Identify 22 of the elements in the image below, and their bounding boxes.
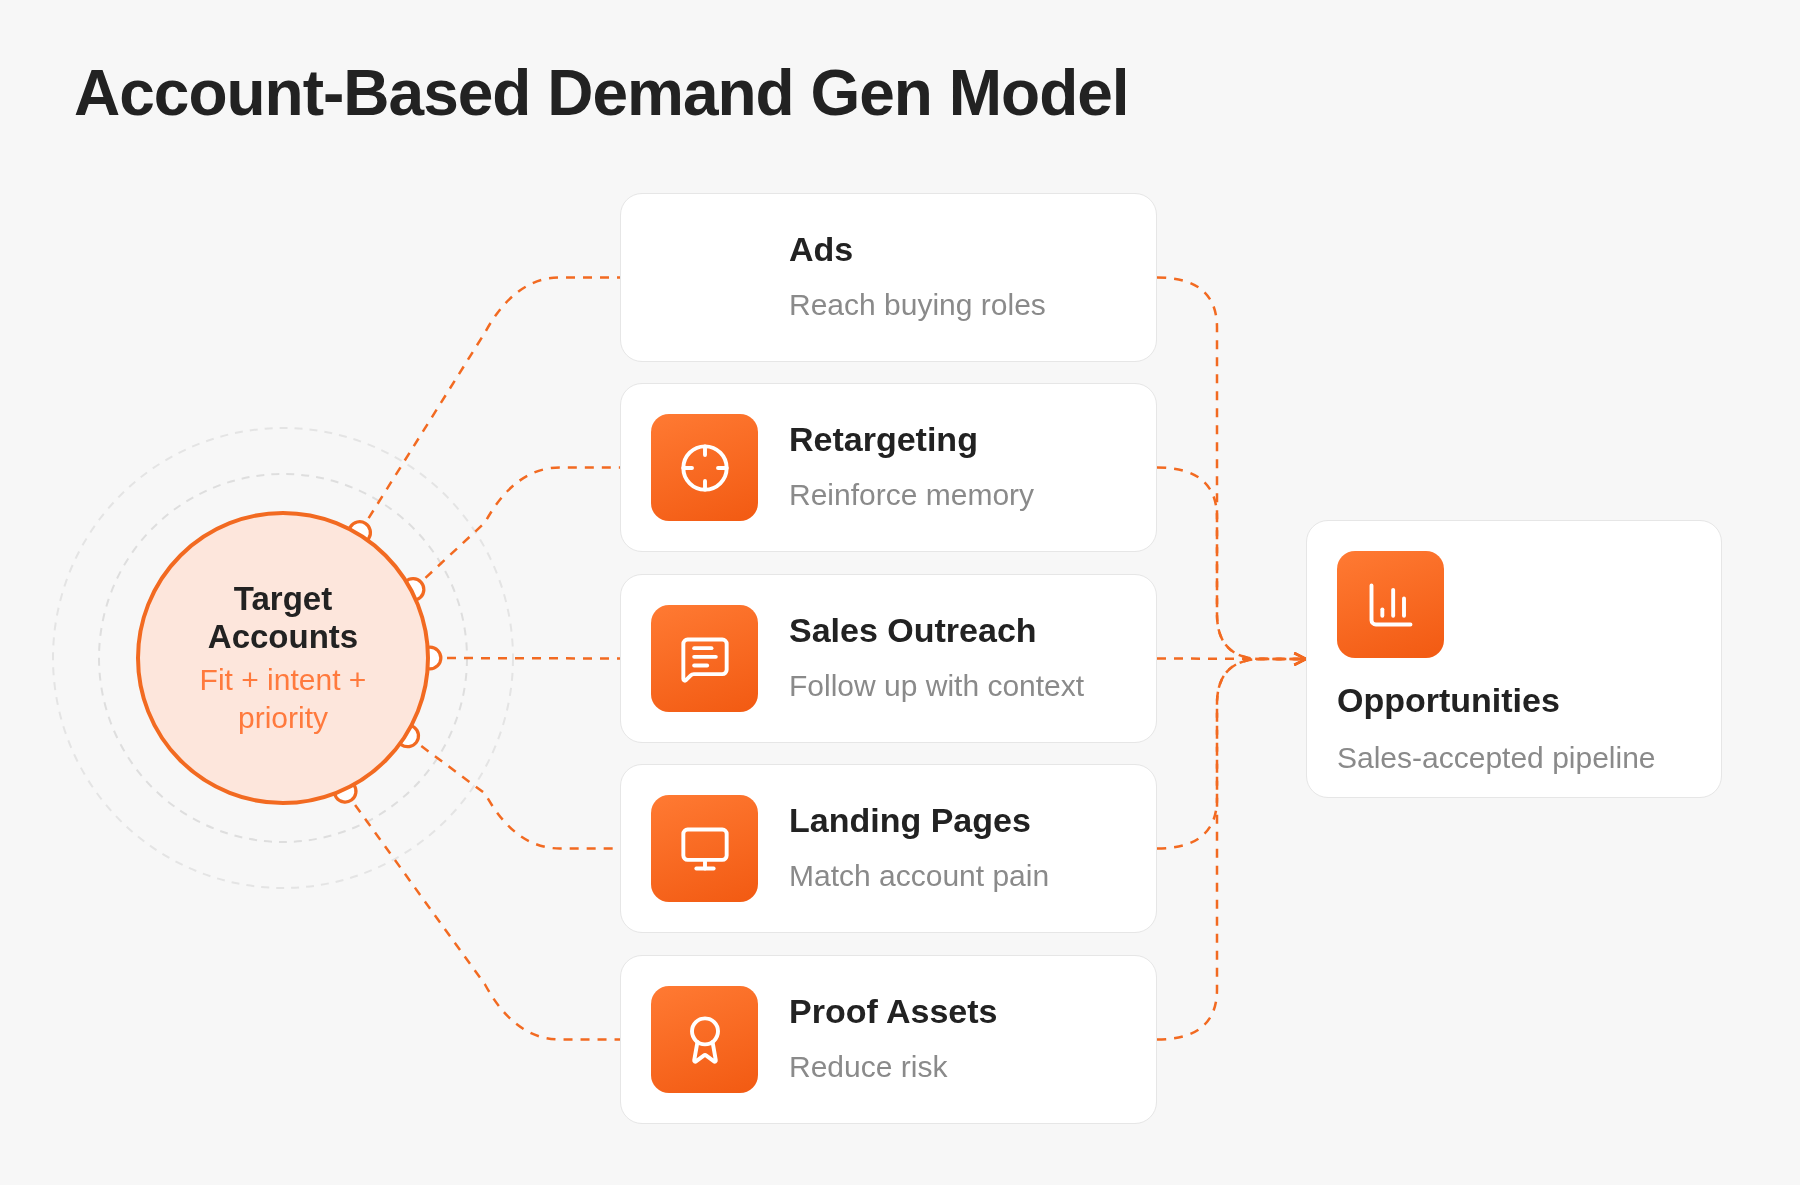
result-card bbox=[1306, 520, 1722, 798]
card-title: Opportunities bbox=[1337, 681, 1560, 720]
card-subtitle: Follow up with context bbox=[789, 669, 1085, 703]
card-title: Landing Pages bbox=[789, 801, 1031, 840]
node-title: Target Accounts bbox=[206, 579, 360, 656]
card-subtitle: Reduce risk bbox=[789, 1050, 948, 1084]
channel-card bbox=[620, 193, 1157, 362]
card-title: Ads bbox=[789, 230, 854, 269]
card-subtitle: Match account pain bbox=[789, 859, 1050, 893]
card-subtitle: Sales-accepted pipeline bbox=[1337, 741, 1656, 775]
channel-card bbox=[620, 764, 1157, 933]
card-title: Proof Assets bbox=[789, 992, 998, 1031]
node-subtitle: Fit + intent + priority bbox=[198, 662, 368, 736]
diagram-title: Account-Based Demand Gen Model bbox=[74, 56, 1129, 130]
channel-card bbox=[620, 574, 1157, 743]
channel-card bbox=[620, 383, 1157, 552]
card-title: Sales Outreach bbox=[789, 611, 1037, 650]
card-subtitle: Reinforce memory bbox=[789, 478, 1035, 512]
dashed-connector bbox=[1156, 652, 1308, 1041]
card-title: Retargeting bbox=[789, 420, 978, 459]
channel-card bbox=[620, 955, 1157, 1124]
card-subtitle: Reach buying roles bbox=[789, 288, 1046, 322]
